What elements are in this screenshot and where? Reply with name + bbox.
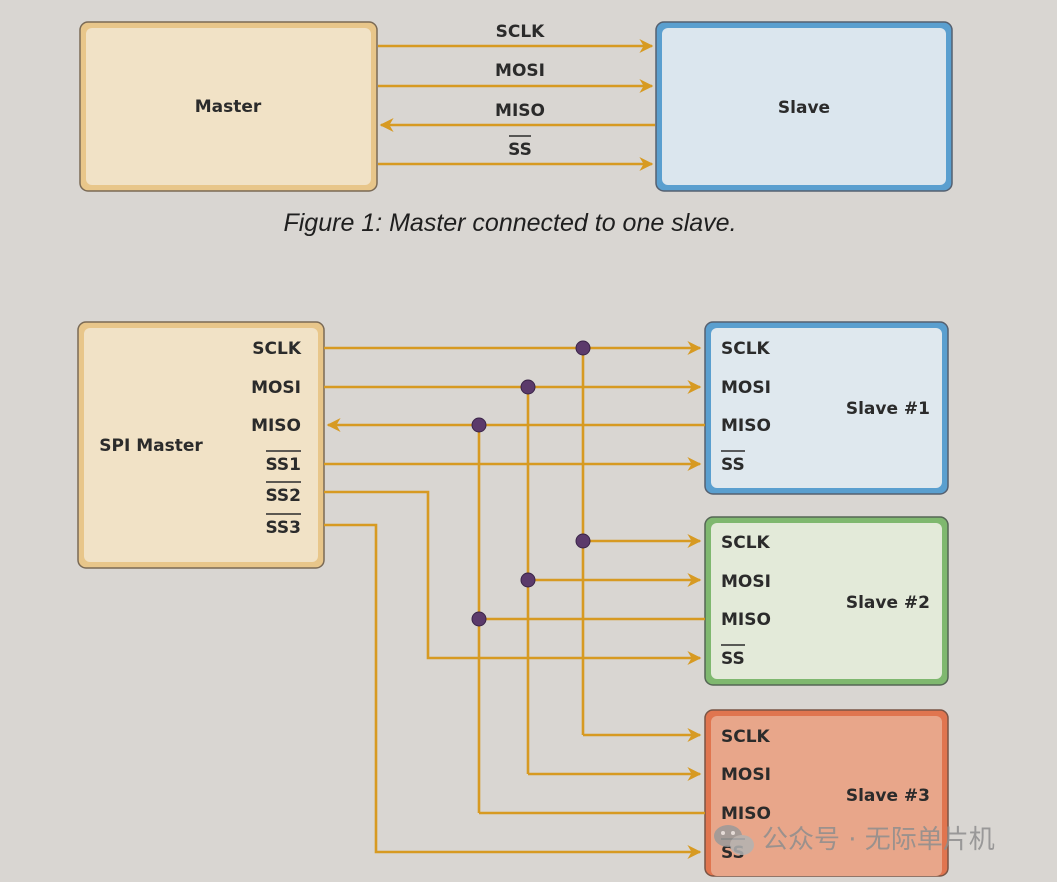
master-miso-label: MISO	[251, 416, 301, 436]
spi-master-label: SPI Master	[99, 436, 203, 456]
sclk-label: SCLK	[496, 22, 546, 42]
ss2-wire	[324, 490, 702, 665]
watermark: 公众号 · 无际单片机	[714, 825, 995, 855]
junction-dot	[575, 340, 591, 356]
slave-2-label: Slave #2	[846, 593, 930, 613]
slave-label: Slave	[778, 98, 830, 118]
slave-3-sclk-label: SCLK	[721, 727, 771, 747]
ss3-wire	[324, 523, 702, 859]
junction-dot	[520, 379, 536, 395]
slave-1-miso-label: MISO	[721, 416, 771, 436]
junction-dot	[520, 572, 536, 588]
master-mosi-label: MOSI	[251, 378, 301, 398]
ss-label: SS	[508, 140, 532, 160]
master-ss2-label: SS2	[265, 486, 301, 506]
figure-1: Master Slave SCLK MOSI MISO SS Figure 1:…	[79, 21, 953, 237]
bus-wires	[324, 341, 705, 859]
slave-3-label: Slave #3	[846, 786, 930, 806]
junction-dot	[471, 611, 487, 627]
figure-1-caption: Figure 1: Master connected to one slave.	[283, 209, 736, 237]
spi-master-box: SPI Master SCLK MOSI MISO SS1 SS2 SS3	[77, 321, 325, 569]
slave-2-box: SCLK MOSI MISO SS Slave #2	[704, 516, 949, 686]
junction-dot	[471, 417, 487, 433]
master-label: Master	[195, 97, 262, 117]
master-box: Master	[79, 21, 378, 192]
watermark-text: 公众号 · 无际单片机	[762, 825, 995, 855]
slave-1-box: SCLK MOSI MISO SS Slave #1	[704, 321, 949, 495]
slave-2-miso-label: MISO	[721, 610, 771, 630]
figure-2: SPI Master SCLK MOSI MISO SS1 SS2 SS3 SC…	[77, 321, 949, 877]
junctions	[471, 340, 591, 627]
miso-label: MISO	[495, 101, 545, 121]
junction-dot	[575, 533, 591, 549]
slave-1-sclk-label: SCLK	[721, 339, 771, 359]
master-ss3-label: SS3	[265, 518, 301, 538]
slave-box: Slave	[655, 21, 953, 192]
slave-1-label: Slave #1	[846, 399, 930, 419]
master-sclk-label: SCLK	[252, 339, 302, 359]
slave-3-mosi-label: MOSI	[721, 765, 771, 785]
slave-1-ss-label: SS	[721, 455, 745, 475]
slave-3-box: SCLK MOSI MISO SS Slave #3	[704, 709, 949, 877]
wechat-icon	[714, 825, 754, 855]
slave-2-ss-label: SS	[721, 649, 745, 669]
slave-1-mosi-label: MOSI	[721, 378, 771, 398]
mosi-label: MOSI	[495, 61, 545, 81]
slave-2-mosi-label: MOSI	[721, 572, 771, 592]
master-ss1-label: SS1	[265, 455, 301, 475]
slave-2-sclk-label: SCLK	[721, 533, 771, 553]
slave-3-miso-label: MISO	[721, 804, 771, 824]
